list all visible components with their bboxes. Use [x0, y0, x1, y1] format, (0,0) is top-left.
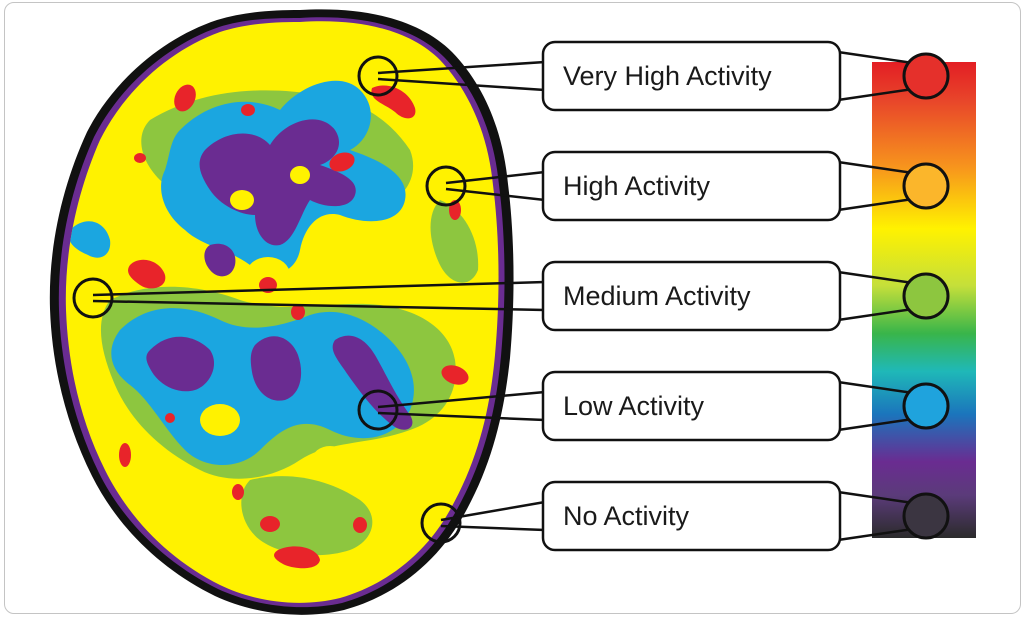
scale-level-marker: [904, 54, 948, 98]
scale-level-marker: [904, 384, 948, 428]
scale-level-marker: [904, 164, 948, 208]
legend-label: High Activity: [563, 171, 711, 201]
legend-label: Medium Activity: [563, 281, 751, 311]
legend-label: Low Activity: [563, 391, 705, 421]
scale-level-marker: [904, 494, 948, 538]
legend-callout: No Activity: [422, 482, 948, 550]
legend-label: Very High Activity: [563, 61, 772, 91]
leader-line: [441, 526, 545, 530]
legend-label: No Activity: [563, 501, 690, 531]
scale-level-marker: [904, 274, 948, 318]
